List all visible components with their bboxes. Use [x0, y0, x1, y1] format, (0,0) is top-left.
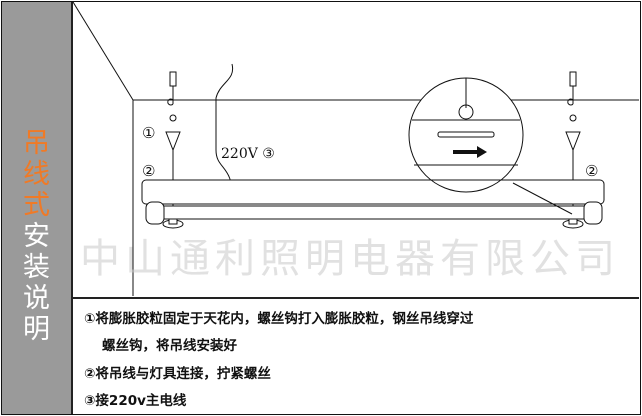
label-step-1: ① — [142, 124, 155, 142]
title-accent: 吊线式 — [23, 128, 50, 221]
label-step-2-left: ② — [142, 162, 155, 180]
detail-magnifier — [408, 77, 573, 215]
installation-diagram: 220V ③ ① ② ② — [72, 2, 639, 296]
sidebar: 吊线式 安装说明 — [2, 2, 73, 414]
endcap-left — [145, 201, 165, 225]
voltage-label: 220V ③ — [221, 146, 275, 162]
watermark: 中山通利照明电器有限公司 — [80, 236, 620, 282]
lamp-tube — [154, 205, 594, 220]
lamp-housing — [141, 179, 605, 205]
label-step-2-right: ② — [585, 162, 598, 180]
instruction-3: ③接220v主电线 — [84, 393, 187, 409]
direction-arrow-icon — [453, 146, 487, 158]
instructions-panel: ①将膨胀胶粒固定于天花内，螺丝钩打入膨胀胶粒，钢丝吊线穿过 螺丝钩，将吊线安装好… — [72, 297, 639, 416]
right-hanger — [562, 71, 584, 229]
power-wire — [215, 63, 234, 201]
ceiling-edge — [72, 2, 134, 101]
instruction-2: ②将吊线与灯具连接，拧紧螺丝 — [84, 366, 271, 382]
left-hanger — [162, 71, 184, 229]
instruction-1-cont: 螺丝钩，将吊线安装好 — [102, 338, 237, 354]
sidebar-title: 吊线式 安装说明 — [2, 128, 71, 345]
endcap-right — [583, 201, 603, 225]
instruction-1: ①将膨胀胶粒固定于天花内，螺丝钩打入膨胀胶粒，钢丝吊线穿过 — [84, 311, 474, 327]
title-rest: 安装说明 — [23, 221, 50, 345]
